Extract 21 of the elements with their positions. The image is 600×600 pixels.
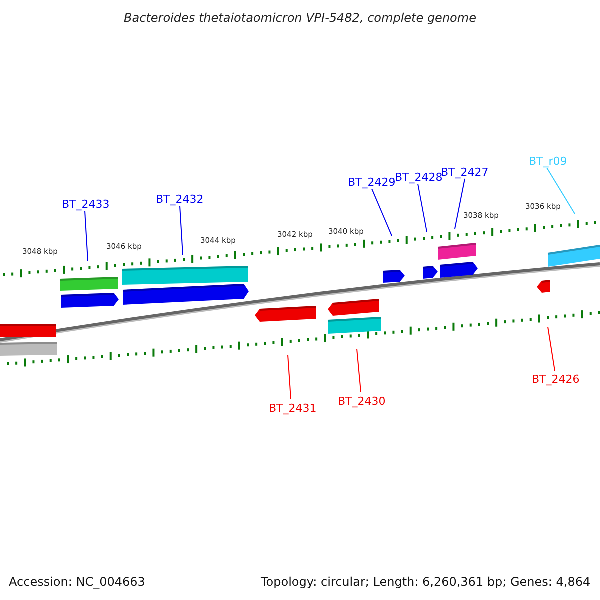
gene-label: BT_2433 [62, 199, 110, 210]
gene-label: BT_2428 [395, 172, 443, 183]
gene-label: BT_2426 [532, 374, 580, 385]
leader-line [180, 206, 184, 256]
leader-line [84, 210, 88, 262]
genome-info-text: Topology: circular; Length: 6,260,361 bp; Genes: 4,864 [261, 576, 591, 588]
gene-label: BT_2427 [441, 167, 489, 178]
gene-label: BT_2429 [348, 177, 396, 188]
accession-text: Accession: NC_004663 [9, 576, 146, 588]
leader-line [418, 184, 428, 232]
leader-line [454, 178, 466, 230]
gene-label: BT_2432 [156, 194, 204, 205]
title: Bacteroides thetaiotaomicron VPI-5482, complete genome [124, 12, 476, 24]
leader-line [356, 348, 362, 392]
gene-label: BT_2430 [338, 396, 386, 407]
leader-line [546, 168, 576, 214]
leader-line [372, 188, 392, 236]
leader-line [548, 326, 556, 372]
leader-line [288, 354, 292, 400]
gene-label: BT_r09 [529, 156, 568, 167]
gene-label: BT_2431 [269, 403, 317, 414]
